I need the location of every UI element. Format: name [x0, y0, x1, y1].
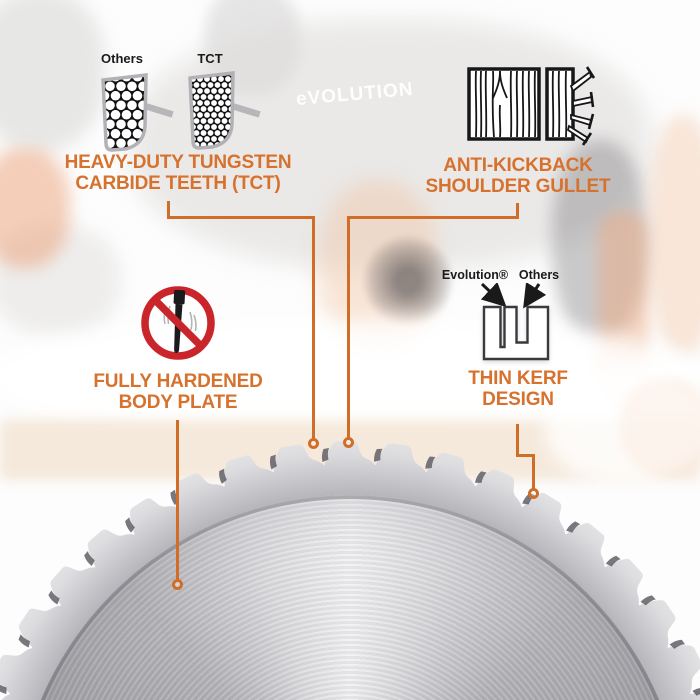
bg-pivot-knob: [362, 235, 454, 327]
feature-title-tct-line2: CARBIDE TEETH (TCT): [75, 173, 281, 194]
callout-line: [532, 454, 535, 490]
bg-shape: [0, 0, 105, 150]
feature-title-anti-kickback: ANTI-KICKBACK SHOULDER GULLET: [390, 155, 646, 197]
tct-tooth-icon: [188, 71, 261, 150]
feature-title-thin-kerf-line2: DESIGN: [482, 389, 554, 410]
callout-dot-body-plate: [172, 579, 183, 590]
callout-dot-tct: [308, 438, 319, 449]
callout-line: [516, 424, 519, 457]
feature-title-body-plate-line1: FULLY HARDENED: [93, 371, 263, 392]
bg-orange-blob: [648, 115, 700, 355]
feature-title-anti-kickback-line1: ANTI-KICKBACK: [443, 155, 593, 176]
callout-dot-thin-kerf: [528, 488, 539, 499]
callout-line: [167, 201, 170, 219]
feature-title-tct-line1: HEAVY-DUTY TUNGSTEN: [64, 152, 292, 173]
others-tooth-icon: [101, 73, 174, 152]
kerf-label-evolution: Evolution®: [441, 268, 509, 282]
bg-orange-blob: [0, 148, 70, 268]
callout-line: [516, 203, 519, 219]
kerf-comparison-icon: [482, 305, 550, 361]
wood-nails-icon: [467, 66, 595, 146]
callout-line: [347, 216, 350, 438]
bg-white-wash: [545, 365, 700, 485]
tct-compare-label-others: Others: [101, 51, 143, 66]
feature-title-body-plate: FULLY HARDENED BODY PLATE: [40, 371, 316, 413]
kerf-arrows: [480, 283, 547, 309]
feature-title-tct: HEAVY-DUTY TUNGSTEN CARBIDE TEETH (TCT): [40, 152, 316, 194]
feature-title-anti-kickback-line2: SHOULDER GULLET: [425, 176, 611, 197]
callout-line: [347, 216, 519, 219]
no-vibration-icon: [141, 286, 215, 360]
callout-line: [176, 420, 179, 581]
callout-dot-anti-kickback: [343, 437, 354, 448]
callout-line: [312, 216, 315, 440]
callout-line: [167, 216, 315, 219]
feature-title-thin-kerf: THIN KERF DESIGN: [390, 368, 646, 410]
tct-compare-label-tct: TCT: [197, 51, 223, 66]
feature-title-body-plate-line2: BODY PLATE: [118, 392, 238, 413]
kerf-label-others: Others: [518, 268, 560, 282]
feature-title-thin-kerf-line1: THIN KERF: [468, 368, 568, 389]
callout-line: [516, 454, 535, 457]
